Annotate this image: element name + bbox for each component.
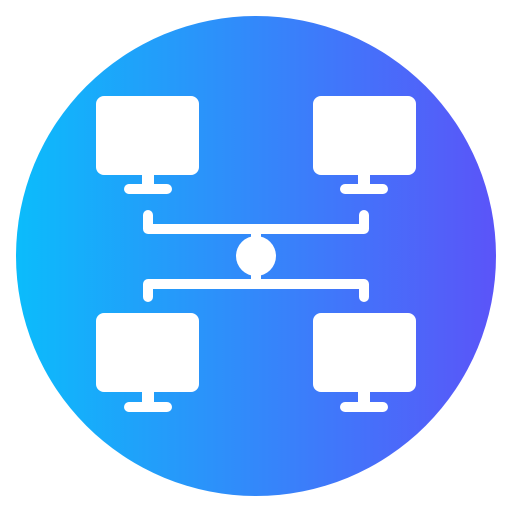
monitor-bottom-left-icon [96,313,199,412]
hub-node [236,236,276,276]
monitor-top-right-icon [313,96,416,194]
monitor-bottom-right-icon [313,313,416,412]
monitor-top-left-icon [96,96,199,194]
